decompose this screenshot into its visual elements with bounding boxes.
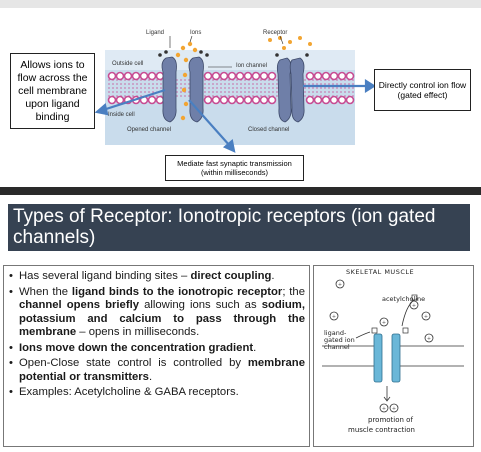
svg-text:+: + [382,406,386,412]
bullet-list-box: Has several ligand binding sites – direc… [3,265,310,447]
fast-transmission-callout: Mediate fast synaptic transmission (with… [165,155,304,181]
inside-cell-label: Inside cell [108,112,135,118]
ions [175,36,312,121]
receptor-label: Receptor [263,30,288,36]
slide-title: Types of Receptor: Ionotropic receptors … [8,204,470,251]
acetylcholine-label: acetylcholine [382,295,426,303]
outside-cell-label: Outside cell [112,61,144,67]
svg-text:+: + [412,303,416,309]
ligand-gated-label-1: ligand- [324,329,347,337]
closed-channel [276,57,305,123]
gated-effect-callout: Directly control ion flow (gated effect) [374,69,471,111]
membrane-top-row [107,71,355,81]
closed-channel-label: Closed channel [248,127,290,133]
bullet-item: When the ligand binds to the ionotropic … [8,286,305,340]
ion-channel-label: Ion channel [236,63,268,69]
top-band [0,0,481,8]
ligand-gated-label-2: gated ion [324,336,355,344]
bullet-item: Open-Close state control is controlled b… [8,357,305,384]
promotion-label-1: promotion of [368,416,413,424]
sketch-drawing: + + + + + + + + [322,279,464,413]
callout-arrows [94,79,377,153]
svg-text:+: + [424,314,428,320]
svg-text:+: + [392,406,396,412]
ion-flow-callout: Allows ions to flow across the cell memb… [10,53,95,129]
bullet-item: Ions move down the concentration gradien… [8,342,305,356]
skeletal-muscle-sketch: + + + + + + + + SKELETAL MUSCLE acetylcholine… [313,265,474,447]
membrane-bottom-row [107,95,355,105]
svg-text:+: + [332,314,336,320]
sketch-title: SKELETAL MUSCLE [346,268,415,276]
bullet-item: Has several ligand binding sites – direc… [8,270,305,284]
opened-channel [161,56,204,123]
ions-label: Ions [190,30,202,36]
svg-text:+: + [382,320,386,326]
bullet-item: Examples: Acetylcholine & GABA receptors… [8,386,305,400]
ion-channel-diagram [94,35,377,153]
promotion-label-2: muscle contraction [348,426,415,434]
section-divider [0,187,481,195]
ligands [158,50,309,57]
svg-text:+: + [338,282,342,288]
ligand-gated-label-3: channel [324,343,350,351]
svg-text:+: + [427,336,431,342]
ligand-label: Ligand [146,30,165,36]
opened-channel-label: Opened channel [127,127,172,133]
